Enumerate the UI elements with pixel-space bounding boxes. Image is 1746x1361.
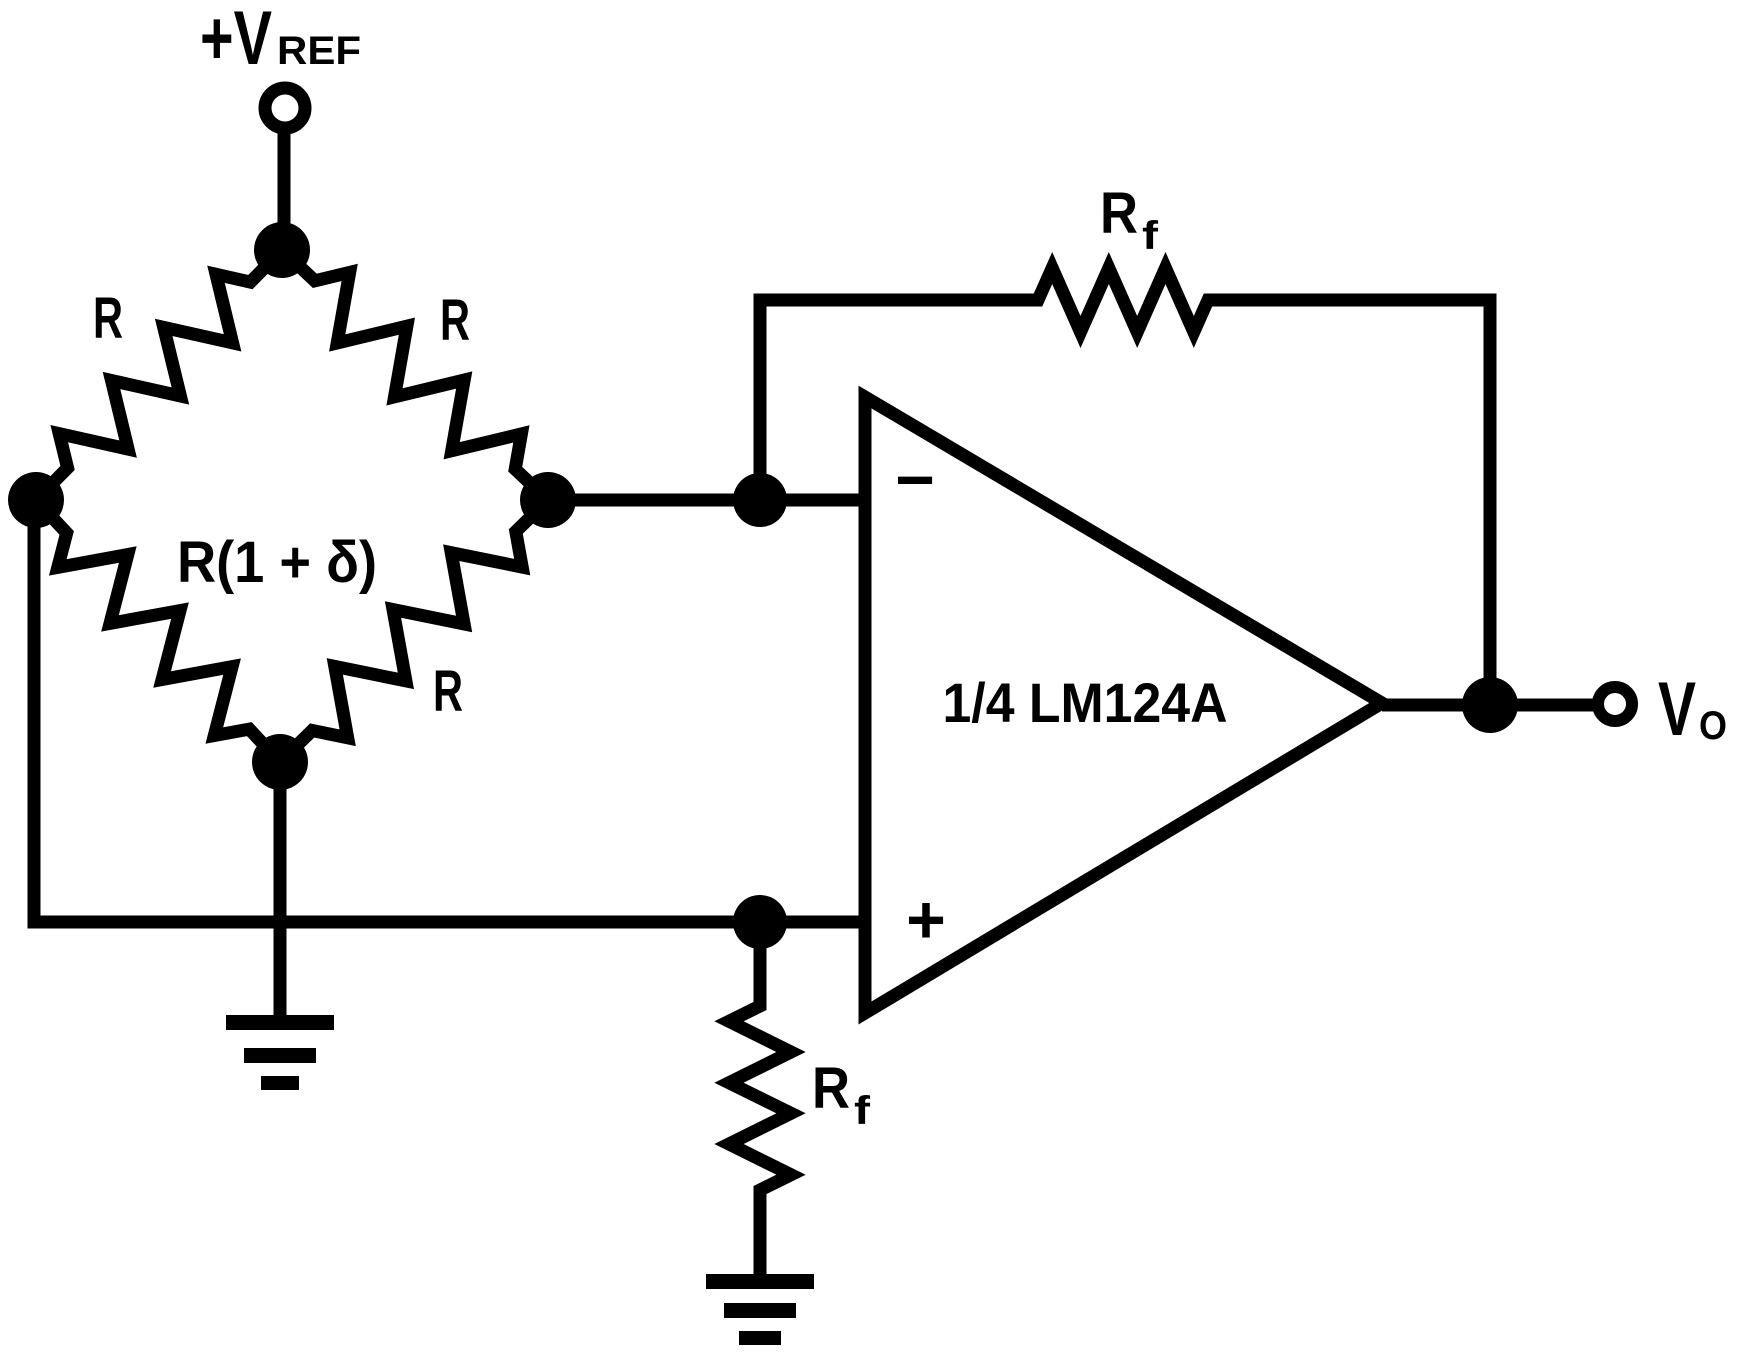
resistor-bridge-top-right xyxy=(277,245,553,505)
vref-label-subscript: REF xyxy=(277,29,361,73)
ground-bar xyxy=(226,1015,334,1030)
ground-rf-label-subscript: f xyxy=(854,1089,871,1133)
opamp-triangle xyxy=(858,385,1395,1025)
ground-symbol-bridge xyxy=(226,1015,334,1090)
ground-rf-label: R xyxy=(812,1056,850,1121)
ground-bar xyxy=(724,1303,796,1318)
feedback-rf-label-subscript: f xyxy=(1142,214,1159,258)
junction-dot-bridge-bottom xyxy=(252,734,308,790)
junction-dot-inverting xyxy=(733,473,787,527)
resistor-ground-rf xyxy=(714,922,806,1274)
ground-bar xyxy=(244,1048,316,1063)
resistor-label-top-right: R xyxy=(440,288,470,353)
vo-terminal xyxy=(1592,681,1638,727)
vref-terminal xyxy=(258,81,312,135)
ground-bar xyxy=(261,1076,299,1090)
junction-dot-noninverting xyxy=(733,895,787,949)
ground-bar xyxy=(739,1331,781,1345)
junction-dot-bridge-top xyxy=(254,222,310,278)
resistor-bridge-variable xyxy=(31,495,285,767)
vo-label: V xyxy=(1658,667,1696,752)
resistor-bridge-top-left xyxy=(31,245,287,505)
ground-bar xyxy=(706,1274,814,1289)
junction-dot-bridge-right xyxy=(520,472,576,528)
vo-label-subscript: O xyxy=(1699,704,1727,748)
vref-label: +V xyxy=(200,0,272,81)
resistor-label-top-left: R xyxy=(93,286,123,351)
junction-dot-bridge-left xyxy=(8,472,64,528)
wire-left-node-to-noninverting xyxy=(27,500,865,929)
resistor-label-variable: R(1 + δ) xyxy=(177,530,377,595)
resistor-label-bottom-right: R xyxy=(433,659,463,724)
inverting-input-sign: − xyxy=(895,442,935,518)
ground-symbol-rf xyxy=(706,1274,814,1345)
opamp-label: 1/4 LM124A xyxy=(943,671,1228,734)
feedback-rf-label: R xyxy=(1100,181,1138,246)
resistor-feedback-rf xyxy=(760,251,1490,349)
resistor-bridge-bottom-right xyxy=(275,495,553,767)
noninverting-input-sign: + xyxy=(906,882,946,958)
junction-dot-output xyxy=(1462,677,1518,733)
